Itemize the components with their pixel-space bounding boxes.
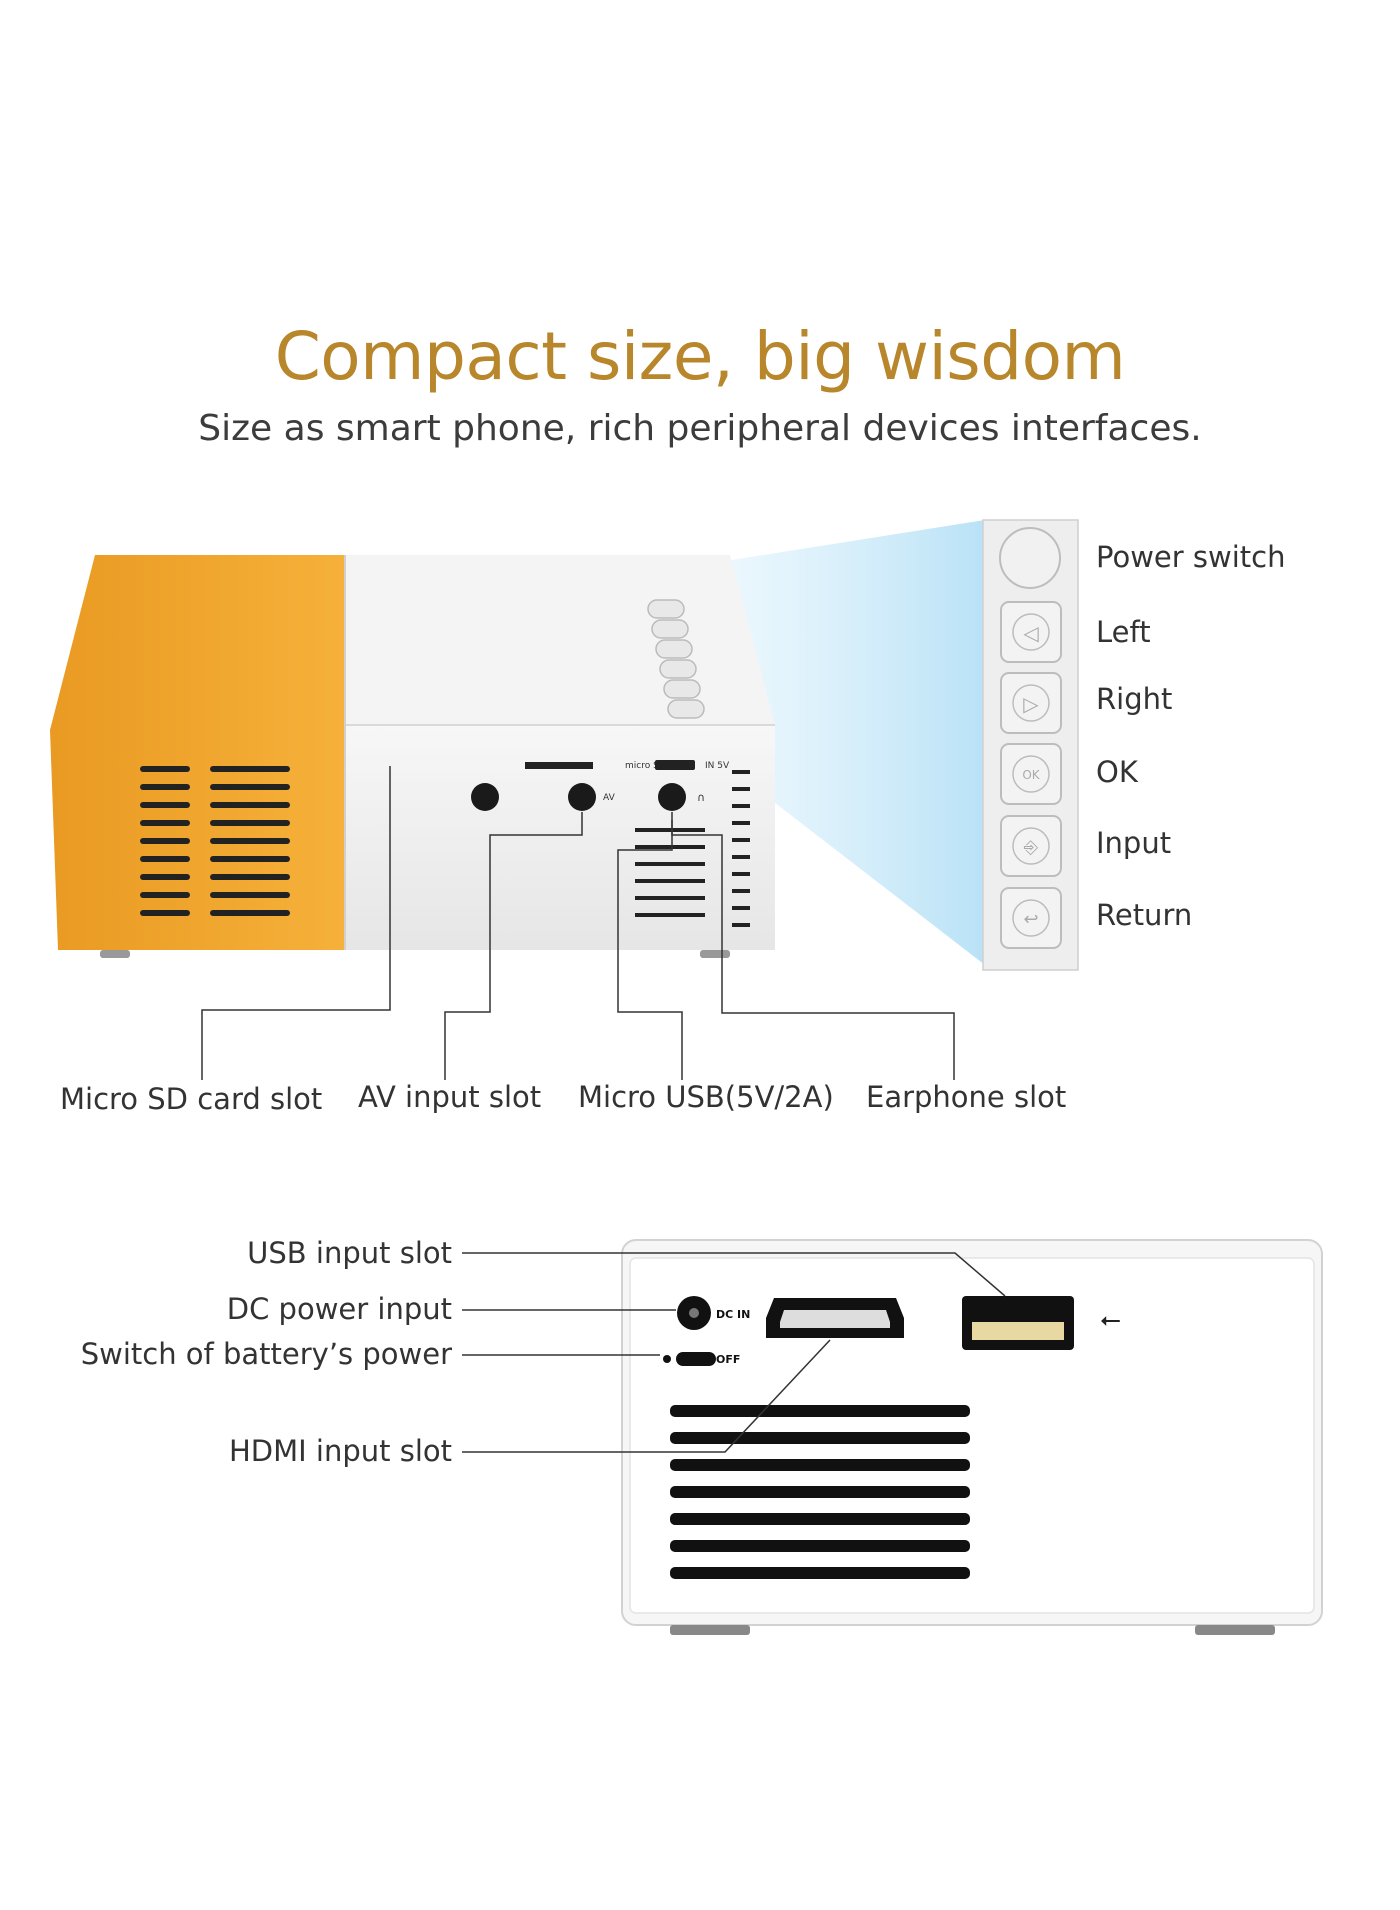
back-vents bbox=[670, 1405, 970, 1579]
hdmi-input-label: HDMI input slot bbox=[228, 1434, 452, 1468]
power-circle-icon bbox=[999, 527, 1061, 589]
input-icon: ⎆ bbox=[1024, 837, 1039, 858]
back-leader-lines bbox=[462, 1252, 1006, 1453]
return-label: Return bbox=[1096, 898, 1193, 932]
projection-beam bbox=[700, 520, 985, 965]
white-vents bbox=[635, 770, 750, 927]
power-switch-label: Power switch bbox=[1096, 540, 1286, 574]
front-port-hole bbox=[471, 783, 499, 811]
microsd-slot bbox=[525, 762, 593, 769]
usb-input-label: USB input slot bbox=[247, 1236, 452, 1270]
page-title: Compact size, big wisdom bbox=[274, 318, 1126, 395]
micro-usb-port bbox=[655, 760, 695, 770]
ok-label: OK bbox=[1096, 755, 1138, 789]
right-label: Right bbox=[1096, 682, 1173, 716]
ok-icon: OK bbox=[1022, 768, 1040, 782]
earphone-port bbox=[658, 783, 686, 811]
earphone-label: Earphone slot bbox=[866, 1080, 1067, 1114]
av-input-label: AV input slot bbox=[358, 1080, 542, 1114]
projector-back-view: DC IN OFF ⭠ bbox=[621, 1239, 1323, 1635]
page-subtitle: Size as smart phone, rich peripheral dev… bbox=[198, 408, 1202, 449]
battery-switch-label: Switch of battery’s power bbox=[80, 1337, 452, 1371]
top-buttons bbox=[647, 599, 705, 719]
right-triangle-icon: ▷ bbox=[1023, 692, 1039, 716]
orange-vents bbox=[140, 766, 290, 916]
front-leader-lines bbox=[201, 766, 955, 1080]
av-port bbox=[568, 783, 596, 811]
input-label: Input bbox=[1096, 826, 1172, 860]
in5v-panel-label: IN 5V bbox=[705, 761, 730, 771]
return-icon: ↩ bbox=[1023, 909, 1038, 930]
microsd-label: Micro SD card slot bbox=[60, 1082, 323, 1116]
dc-in-panel-label: DC IN bbox=[716, 1308, 750, 1321]
white-front bbox=[345, 725, 775, 950]
usb-symbol-icon: ⭠ bbox=[1100, 1305, 1121, 1335]
left-triangle-icon: ◁ bbox=[1022, 621, 1039, 645]
battery-switch bbox=[676, 1352, 716, 1366]
off-panel-label: OFF bbox=[716, 1353, 740, 1366]
left-label: Left bbox=[1096, 615, 1151, 649]
microsd-panel-label: micro SD bbox=[625, 761, 666, 771]
av-panel-label: AV bbox=[603, 793, 616, 803]
white-top bbox=[345, 555, 775, 725]
dc-power-label: DC power input bbox=[226, 1292, 452, 1326]
orange-body bbox=[50, 555, 345, 950]
projector-front-view: micro SD IN 5V AV ∩ bbox=[50, 555, 775, 958]
svg-text:∩: ∩ bbox=[697, 791, 705, 804]
button-panel: ◁ ▷ OK ⎆ ↩ bbox=[982, 519, 1079, 971]
micro-usb-label: Micro USB(5V/2A) bbox=[578, 1080, 834, 1114]
